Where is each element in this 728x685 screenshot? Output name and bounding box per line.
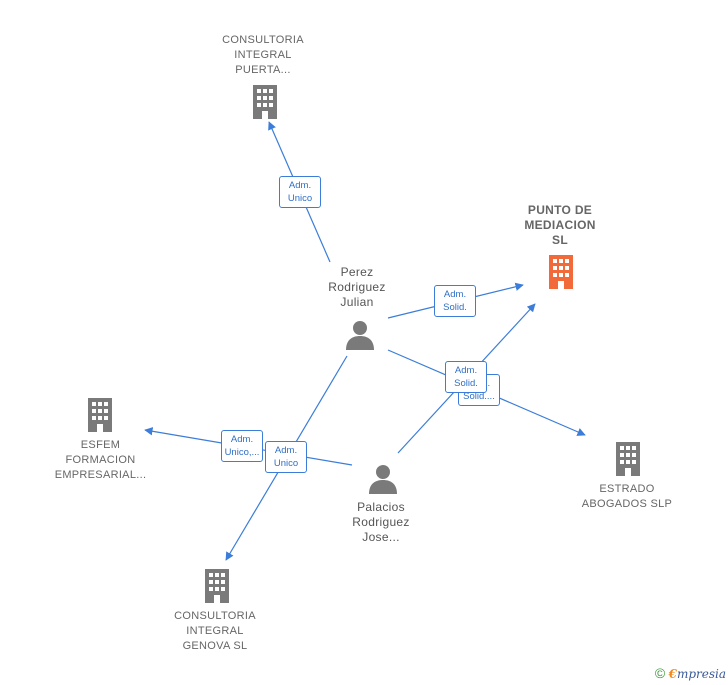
edge-label-perez-consultoria-genova[interactable]: Adm. Unico (265, 441, 307, 473)
edge-label-palacios-esfem[interactable]: Adm. Unico,... (221, 430, 263, 462)
person-icon[interactable] (367, 463, 399, 495)
brand-footer: © €mpresia (655, 665, 726, 681)
node-label-perez-rodriguez[interactable]: Perez Rodriguez Julian (328, 265, 386, 309)
building-icon[interactable] (84, 397, 116, 433)
edge-label-palacios-punto-mediacion[interactable]: Adm. Solid. (445, 361, 487, 393)
building-icon[interactable] (545, 254, 577, 290)
building-icon[interactable] (612, 441, 644, 477)
node-label-esfem[interactable]: ESFEM FORMACION EMPRESARIAL... (54, 439, 147, 481)
node-label-estrado[interactable]: ESTRADO ABOGADOS SLP (581, 483, 673, 510)
node-label-consultoria-puerta[interactable]: CONSULTORIA INTEGRAL PUERTA... (222, 34, 304, 76)
building-icon[interactable] (249, 84, 281, 120)
building-icon[interactable] (201, 568, 233, 604)
edge-label-perez-consultoria-puerta[interactable]: Adm. Unico (279, 176, 321, 208)
copyright-icon: © (654, 665, 666, 681)
person-icon[interactable] (344, 319, 376, 351)
node-label-punto-mediacion[interactable]: PUNTO DE MEDIACION SL (524, 203, 596, 247)
node-label-consultoria-genova[interactable]: CONSULTORIA INTEGRAL GENOVA SL (174, 610, 256, 652)
edge-label-perez-punto-mediacion[interactable]: Adm. Solid. (434, 285, 476, 317)
node-label-palacios-rodriguez[interactable]: Palacios Rodriguez Jose... (352, 500, 410, 544)
empresia-logo[interactable]: €mpresia (668, 667, 726, 681)
